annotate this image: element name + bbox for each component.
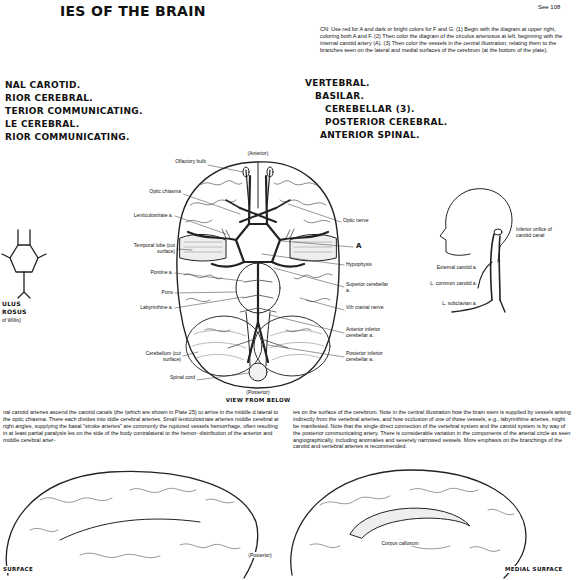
diagram-title: of Willis) [2,317,21,323]
part-label: Hypophysis [346,261,396,267]
color-letter: A [356,242,362,251]
color-title: POSTERIOR CEREBRAL. [325,117,447,128]
part-label: Lenticulostriate a. [118,212,173,218]
part-label: Superior cerebellar a. [346,281,391,294]
lateral-surface [6,471,258,578]
color-title: VERTEBRAL. [305,78,370,89]
color-title: RIOR COMMUNICATING. [5,132,130,143]
part-label: L. common carotid a. [420,280,477,286]
leader-lines [175,165,353,380]
part-label: Anterior inferior cerebellar a. [346,326,396,339]
plate-title: IES OF THE BRAIN [60,3,206,21]
part-label: Inferior orifice of carotid canal [516,226,566,239]
page-reference: See 108 [538,4,560,12]
neck-diagram [440,189,512,312]
color-title: ANTERIOR SPINAL. [320,130,420,141]
orientation-label: (Anterior) [234,150,282,156]
color-title: LE CEREBRAL. [5,119,79,130]
view-caption: MEDIAL SURFACE [505,566,563,573]
coloring-notes: CN: Use red for A and dark or bright col… [320,26,572,54]
part-label: Spinal cord [150,374,195,380]
part-label: Optic nerve [343,217,383,223]
part-label: Pontine a. [125,269,173,275]
color-title: CEREBELLAR (3). [325,104,415,115]
brain-outline [177,162,339,388]
body-text: ies on the surface of the cerebrum. Note… [293,409,571,450]
diagram-title: ULUS [2,300,21,308]
view-caption: SURFACE [3,566,33,573]
color-title: RIOR CEREBRAL. [5,93,93,104]
part-label: Vth cranial nerve [346,304,391,310]
color-title: TERIOR COMMUNICATING. [5,106,143,117]
orientation-label: (Posterior) [236,389,280,395]
arterial-circle [188,176,328,362]
part-label: Posterior inferior cerebellar a. [346,350,396,363]
part-label: Pons [125,289,173,295]
part-label: External carotid a. [425,264,477,270]
diagram-title: ROSUS [2,308,27,316]
part-label: Optic chiasma [140,188,181,194]
part-label: Cerebellum (cut surface) [130,350,181,363]
part-label: Temporal lobe (cut surface) [125,242,175,255]
longitudinal-fissure [258,163,259,208]
part-label: Corpus callosum [380,540,420,546]
body-text: nal carotid arteries ascend the carotid … [3,409,281,443]
part-label: Labyrinthine a. [118,304,173,310]
circulus-diagram [2,230,46,298]
part-label: Olfactory bulb [168,158,206,164]
orientation-label: (Posterior) [238,552,282,558]
part-label: L. subclavian a. [420,300,477,306]
color-title: BASILAR. [315,91,364,102]
view-caption: VIEW FROM BELOW [208,397,308,404]
medial-surface [291,470,526,578]
color-title: NAL CAROTID. [5,80,81,91]
